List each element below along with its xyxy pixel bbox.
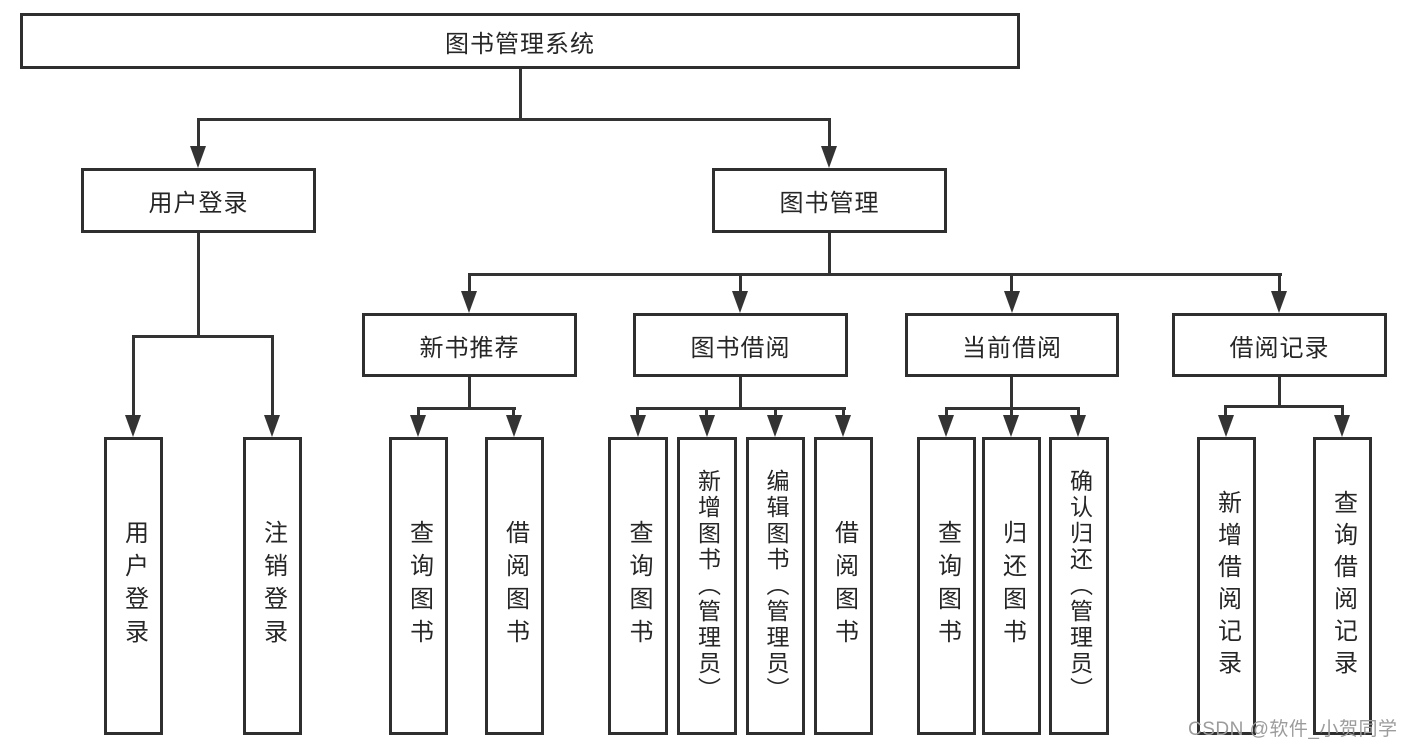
leaf-add-borrow-record: 新增借阅记录 [1197,437,1256,735]
leaf-search-books-recommend: 查询图书 [389,437,448,735]
arrow-down-icon [732,291,748,313]
node-label: 编辑图书（管理员） [763,469,789,703]
connector-line [739,273,742,293]
leaf-borrow-books-borrowing: 借阅图书 [814,437,873,735]
node-book-management: 图书管理 [712,168,947,233]
node-borrow-records: 借阅记录 [1172,313,1387,377]
arrow-down-icon [835,415,851,437]
node-label: 新书推荐 [419,334,520,362]
leaf-edit-book-admin: 编辑图书（管理员） [746,437,805,735]
arrow-down-icon [1003,415,1019,437]
node-label: 用户登录 [148,190,249,217]
connector-line [636,407,846,410]
node-label: 图书管理系统 [445,30,595,58]
arrow-down-icon [1004,291,1020,313]
node-label: 用户登录 [120,520,148,652]
connector-line [1278,273,1281,293]
connector-line [1010,377,1013,407]
leaf-search-books-borrowing: 查询图书 [608,437,668,735]
arrow-down-icon [767,415,783,437]
node-label: 图书借阅 [690,334,791,362]
connector-line [705,407,708,417]
connector-line [1010,273,1013,293]
node-library-management-system: 图书管理系统 [20,13,1020,69]
connector-line [132,335,274,338]
node-book-borrowing: 图书借阅 [633,313,848,377]
node-current-borrowing: 当前借阅 [905,313,1119,377]
connector-line [519,69,522,118]
arrow-down-icon [699,415,715,437]
arrow-down-icon [1271,291,1287,313]
connector-line [774,407,777,417]
connector-line [197,118,200,148]
connector-line [828,118,831,148]
leaf-add-book-admin: 新增图书（管理员） [677,437,737,735]
node-label: 新增图书（管理员） [694,469,721,703]
node-label: 当前借阅 [962,334,1062,362]
connector-line [468,273,471,293]
watermark-csdn: CSDN @软件_小贺同学 [1188,719,1398,740]
arrow-down-icon [1334,415,1350,437]
node-new-book-recommend: 新书推荐 [362,313,577,377]
node-label: 查询图书 [933,520,961,652]
arrow-down-icon [410,415,426,437]
connector-line [468,377,471,407]
arrow-down-icon [630,415,646,437]
leaf-confirm-return-admin: 确认归还（管理员） [1049,437,1109,735]
connector-line [1077,407,1080,417]
connector-line [636,407,639,417]
node-label: 查询借阅记录 [1329,490,1357,682]
node-label: 新增借阅记录 [1213,490,1241,682]
leaf-search-borrow-record: 查询借阅记录 [1313,437,1372,735]
arrow-down-icon [1218,415,1234,437]
connector-line [1224,405,1344,408]
node-label: 借阅图书 [501,520,529,652]
connector-line [828,233,831,273]
node-label: 查询图书 [625,520,652,652]
connector-line [417,407,420,417]
connector-line [512,407,515,417]
connector-line [1278,377,1281,405]
node-label: 注销登录 [259,520,287,652]
connector-line [197,233,200,335]
connector-line [468,273,1282,276]
leaf-borrow-books-recommend: 借阅图书 [485,437,544,735]
connector-line [1341,405,1344,417]
node-label: 查询图书 [405,520,433,652]
arrow-down-icon [938,415,954,437]
arrow-down-icon [125,415,141,437]
arrow-down-icon [821,146,837,168]
node-label: 借阅图书 [830,520,858,652]
connector-line [1224,405,1227,417]
node-label: 借阅记录 [1229,334,1330,362]
node-label: 归还图书 [998,520,1026,652]
leaf-user-login: 用户登录 [104,437,163,735]
connector-line [842,407,845,417]
connector-line [271,335,274,415]
connector-line [132,335,135,415]
leaf-logout: 注销登录 [243,437,302,735]
arrow-down-icon [506,415,522,437]
connector-line [197,118,831,121]
arrow-down-icon [461,291,477,313]
arrow-down-icon [264,415,280,437]
arrow-down-icon [190,146,206,168]
connector-line [417,407,516,410]
node-user-login: 用户登录 [81,168,316,233]
leaf-search-books-current: 查询图书 [917,437,976,735]
connector-line [945,407,948,417]
arrow-down-icon [1070,415,1086,437]
connector-line [1010,407,1013,417]
node-label: 确认归还（管理员） [1066,469,1093,703]
connector-line [739,377,742,407]
leaf-return-book: 归还图书 [982,437,1041,735]
node-label: 图书管理 [779,190,880,217]
